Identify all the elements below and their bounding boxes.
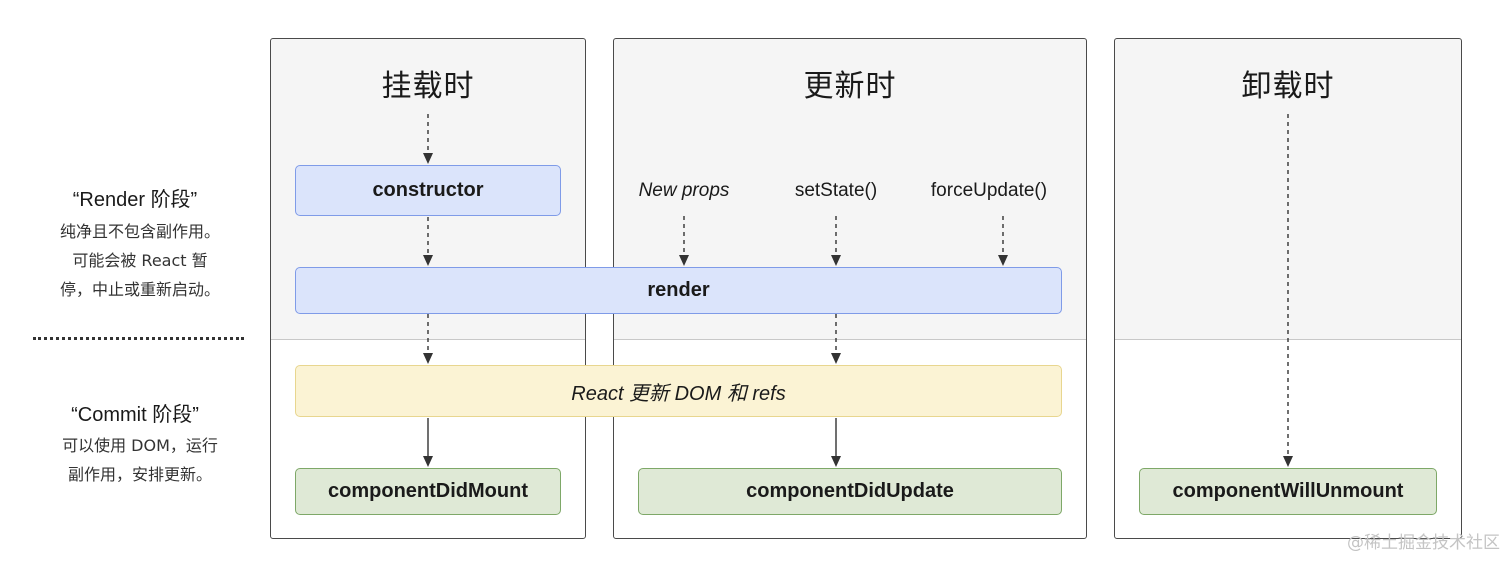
commit-phase-heading: “Commit 阶段” xyxy=(71,404,199,426)
component-will-unmount-label: componentWillUnmount xyxy=(1172,480,1404,502)
force-update-label: forceUpdate() xyxy=(930,180,1048,201)
component-did-update-label: componentDidUpdate xyxy=(746,480,954,502)
component-will-unmount-node: componentWillUnmount xyxy=(1139,468,1437,515)
watermark: @稀土掘金技术社区 xyxy=(1347,533,1500,553)
new-props-label: New props xyxy=(638,180,730,201)
render-label: render xyxy=(647,279,710,301)
component-did-mount-node: componentDidMount xyxy=(295,468,561,515)
react-updates-dom-label: React 更新 DOM 和 refs xyxy=(571,382,786,405)
commit-desc-line-2: 副作用，安排更新。 xyxy=(67,465,212,484)
constructor-label: constructor xyxy=(372,179,484,201)
render-desc-line-2: 可能会被 React 暂 xyxy=(72,251,208,270)
update-panel-title: 更新时 xyxy=(803,69,897,104)
panel-phase-split xyxy=(271,339,585,340)
render-node: render xyxy=(295,267,1062,314)
panel-phase-split xyxy=(614,339,1086,340)
constructor-node: constructor xyxy=(295,165,561,216)
unmount-panel: 卸载时 xyxy=(1114,38,1462,539)
render-desc-line-3: 停，中止或重新启动。 xyxy=(59,280,220,299)
react-updates-dom-node: React 更新 DOM 和 refs xyxy=(295,365,1062,417)
panel-phase-split xyxy=(1115,339,1461,340)
render-phase-heading: “Render 阶段” xyxy=(72,189,198,211)
render-desc-line-1: 纯净且不包含副作用。 xyxy=(59,222,220,241)
render-phase-description: 纯净且不包含副作用。 可能会被 React 暂 停，中止或重新启动。 xyxy=(40,217,240,304)
component-did-mount-label: componentDidMount xyxy=(328,480,528,502)
unmount-panel-title: 卸载时 xyxy=(1241,69,1335,104)
commit-desc-line-1: 可以使用 DOM，运行 xyxy=(62,436,218,455)
mount-panel-title: 挂载时 xyxy=(381,69,475,104)
component-did-update-node: componentDidUpdate xyxy=(638,468,1062,515)
phase-divider xyxy=(33,337,244,340)
commit-phase-description: 可以使用 DOM，运行 副作用，安排更新。 xyxy=(40,431,240,489)
set-state-label: setState() xyxy=(794,180,878,201)
